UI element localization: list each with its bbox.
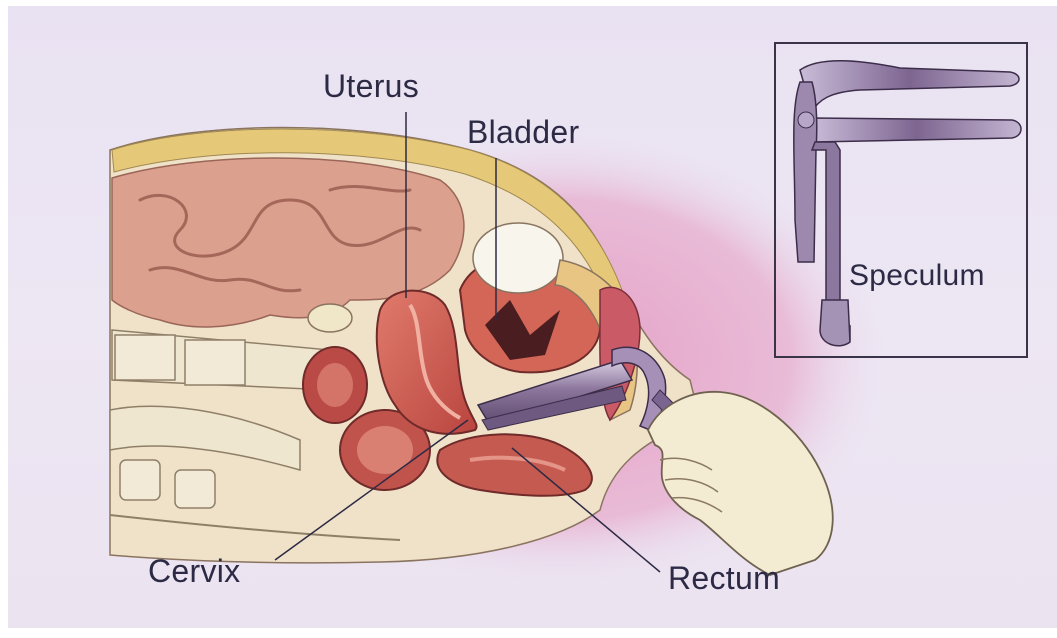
page-edge-left: [0, 0, 8, 638]
bladder-white: [473, 223, 563, 293]
sigmoid-loop-inner: [317, 363, 353, 407]
ovary: [308, 304, 352, 332]
page-edge-bottom: [0, 628, 1057, 638]
label-speculum: Speculum: [849, 259, 985, 293]
page-edge-top: [0, 0, 1057, 6]
label-cervix: Cervix: [148, 553, 240, 590]
label-uterus: Uterus: [323, 68, 419, 105]
label-bladder: Bladder: [467, 114, 579, 151]
speculum-inset-frame: [774, 42, 1028, 358]
label-rectum: Rectum: [668, 560, 780, 597]
